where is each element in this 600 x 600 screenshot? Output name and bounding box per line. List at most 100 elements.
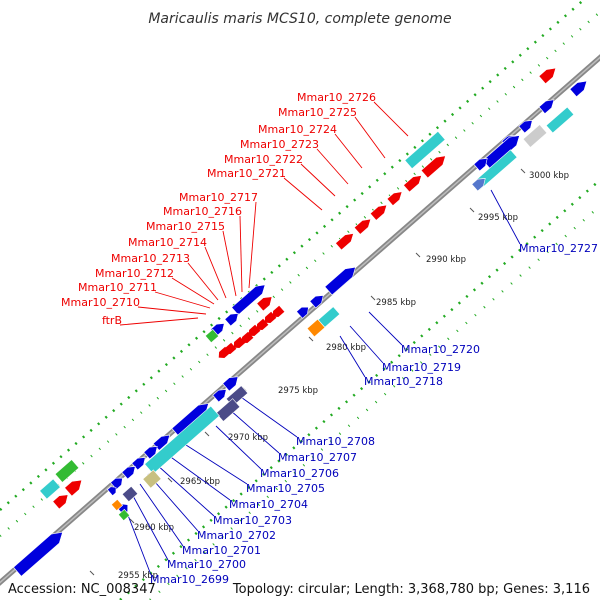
gene-orange: [306, 318, 326, 338]
gene-label[interactable]: Mmar10_2700: [167, 558, 246, 571]
gene-label[interactable]: Mmar10_2724: [258, 123, 337, 136]
gene-green-left: [54, 459, 80, 483]
gene-leader-line: [237, 394, 298, 438]
gene-leader-line: [131, 493, 169, 561]
gene-mmar10-2726: [420, 155, 446, 179]
gene-blue-g: [106, 486, 117, 497]
tick-mark-2: [129, 518, 135, 524]
gene-small-red-4: [248, 324, 261, 336]
gene-khaki: [142, 469, 162, 489]
gene-red-left: [64, 479, 83, 497]
gene-label[interactable]: Mmar10_2701: [182, 544, 261, 557]
gene-leader-line: [283, 177, 323, 211]
gene-leader-line: [334, 133, 363, 169]
gene-leader-line: [125, 509, 152, 576]
tick-label: 2985 kbp: [376, 298, 416, 308]
gene-label[interactable]: Mmar10_2712: [95, 267, 174, 280]
gene-mmar10-2719: [309, 295, 324, 309]
gene-small-red-6: [233, 336, 246, 348]
tick-label: 2975 kbp: [278, 386, 318, 396]
gene-label[interactable]: Mmar10_2716: [163, 205, 242, 218]
gene-label[interactable]: Mmar10_2706: [260, 467, 339, 480]
tick-label: 2970 kbp: [228, 433, 268, 443]
gene-small-red-1: [272, 305, 285, 317]
gene-label[interactable]: Mmar10_2704: [229, 498, 308, 511]
leader-lines: [119, 101, 521, 576]
gene-blue-upper-3: [482, 135, 520, 170]
gene-label[interactable]: Mmar10_2718: [364, 375, 443, 388]
gene-label[interactable]: Mmar10_2705: [246, 482, 325, 495]
gene-cyan-right: [545, 106, 575, 134]
genome-backbone-highlight: [0, 56, 600, 584]
gene-label[interactable]: Mmar10_2703: [213, 514, 292, 527]
gene-mmar10-2717: [256, 296, 273, 312]
gene-label[interactable]: Mmar10_2702: [197, 529, 276, 542]
gene-leader-line: [248, 201, 257, 289]
gene-leader-line: [171, 277, 215, 305]
gene-label[interactable]: Mmar10_2717: [179, 191, 258, 204]
gene-leader-line: [300, 163, 336, 197]
gene-label[interactable]: Mmar10_2699: [150, 573, 229, 586]
gene-leader-line: [229, 409, 280, 454]
gene-mmar10-2723: [369, 204, 388, 221]
topology-label: Topology: circular; Length: 3,368,780 bp…: [232, 582, 590, 597]
gene-grey-upper: [522, 124, 548, 148]
gene-mmar10-2725: [403, 175, 422, 193]
gene-label[interactable]: Mmar10_2714: [128, 236, 207, 249]
gene-cyan-upper: [404, 130, 446, 170]
gene-leader-line: [239, 215, 243, 293]
gene-label[interactable]: Mmar10_2722: [224, 153, 303, 166]
tick-mark-1: [89, 570, 95, 576]
gene-red-left-2: [52, 494, 69, 510]
gene-label[interactable]: Mmar10_2720: [401, 343, 480, 356]
gene-slate-b: [215, 398, 241, 422]
gene-label[interactable]: Mmar10_2723: [240, 138, 319, 151]
gene-leader-line: [137, 306, 207, 315]
gene-label[interactable]: Mmar10_2713: [111, 252, 190, 265]
gene-small-red-3: [256, 318, 269, 330]
tick-mark-3: [167, 477, 173, 483]
tick-marks: 2955 kbp 2960 kbp 2965 kbp 2970 kbp 2975 kbp…: [89, 168, 569, 581]
gene-label[interactable]: Mmar10_2726: [297, 91, 376, 104]
gene-label[interactable]: Mmar10_2708: [296, 435, 375, 448]
gene-leader-line: [167, 454, 231, 501]
tick-mark-8: [415, 252, 421, 258]
gene-label[interactable]: Mmar10_2715: [146, 220, 225, 233]
tick-mark-7: [370, 295, 376, 301]
gene-leader-line: [119, 317, 199, 326]
gene-leader-line: [373, 101, 409, 137]
accession-label: Accession: NC_008347: [8, 582, 156, 597]
gene-blue-upper-1: [518, 120, 533, 134]
gene-green-small: [117, 508, 131, 522]
gene-leader-line: [215, 425, 262, 470]
tick-label: 2960 kbp: [134, 523, 174, 533]
gene-leader-line: [354, 116, 386, 159]
tick-label: 2955 kbp: [118, 571, 158, 581]
tick-mark-10: [520, 168, 526, 174]
gene-slate-c: [121, 485, 139, 503]
gene-label[interactable]: Mmar10_2710: [61, 296, 140, 309]
gene-leader-line: [368, 311, 403, 346]
map-title: Maricaulis maris MCS10, complete genome: [148, 11, 451, 27]
gene-slate-upper: [471, 178, 486, 192]
gene-label[interactable]: ftrB: [102, 314, 122, 327]
gene-small-red-8: [218, 346, 231, 358]
gene-label[interactable]: Mmar10_2719: [382, 361, 461, 374]
gene-blue-top-2: [538, 99, 555, 115]
gene-leader-line: [490, 189, 521, 245]
outer-dotted-track: [0, 0, 586, 511]
gene-label[interactable]: Mmar10_2721: [207, 167, 286, 180]
gene-leader-line: [155, 463, 215, 517]
gene-label[interactable]: Mmar10_2707: [278, 451, 357, 464]
gene-label[interactable]: Mmar10_2711: [78, 281, 157, 294]
gene-label[interactable]: Mmar10_2725: [278, 106, 357, 119]
gene-leader-line: [185, 444, 248, 485]
tick-label: 2965 kbp: [180, 477, 220, 487]
gene-features: [13, 67, 588, 577]
gene-leader-line: [316, 148, 349, 185]
gene-label[interactable]: Mmar10_2727: [519, 242, 598, 255]
tick-mark-4: [204, 431, 210, 437]
gene-ftrb: [204, 328, 220, 344]
gene-blue-a: [212, 389, 227, 403]
